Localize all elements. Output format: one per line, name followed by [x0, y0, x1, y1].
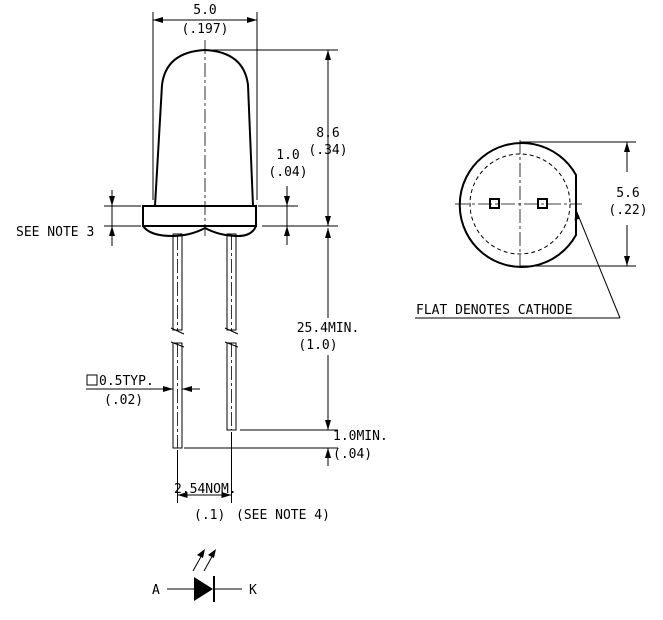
- flange-mm-label: 1.0: [276, 148, 299, 163]
- lead-square-in-label: (.02): [104, 393, 143, 408]
- lead-spacing-in-label: (.1): [194, 508, 225, 523]
- led-flange: [142, 205, 257, 227]
- dimension-arrow: [325, 448, 331, 458]
- dimension-arrow: [624, 256, 630, 266]
- diameter-in-label: (.197): [182, 22, 229, 37]
- dimension-arrow: [163, 386, 173, 392]
- lead-spacing-mm-label: 2.54NOM.: [174, 482, 237, 497]
- lead-break-mark: [170, 327, 185, 348]
- dimension-arrow: [325, 420, 331, 430]
- lead-break-mark: [224, 327, 239, 348]
- leader-line: [575, 209, 621, 319]
- lead-offset-mm-label: 1.0MIN.: [333, 429, 388, 444]
- square-symbol-icon: [86, 374, 98, 386]
- top-view: 5.6 (.22) FLAT DENOTES CATHODE: [415, 140, 648, 319]
- leader-arrow: [574, 210, 580, 221]
- flange-diameter-mm-label: 5.6: [616, 186, 639, 201]
- diode-triangle-icon: [194, 577, 213, 601]
- anode-label: A: [152, 583, 160, 598]
- see-note-4-label: (SEE NOTE 4): [236, 508, 330, 523]
- lead-square-mm-label: 0.5TYP.: [99, 374, 154, 389]
- dimension-arrow: [325, 50, 331, 60]
- dimension-arrow: [624, 142, 630, 152]
- lead-length-in-label: (1.0): [298, 338, 337, 353]
- dimension-arrow: [153, 17, 163, 23]
- light-arrowhead-icon: [208, 549, 216, 558]
- cathode-label: K: [249, 583, 257, 598]
- dimension-arrow: [284, 196, 290, 206]
- photodiode-symbol: A K: [152, 549, 257, 602]
- flat-cathode-label: FLAT DENOTES CATHODE: [416, 303, 573, 318]
- lead-length-mm-label: 25.4MIN.: [297, 321, 360, 336]
- led-base: [142, 225, 257, 238]
- lead-offset-in-label: (.04): [333, 447, 372, 462]
- flange-diameter-in-label: (.22): [608, 203, 647, 218]
- dimension-arrow: [182, 386, 192, 392]
- body-height-in-label: (.34): [308, 143, 347, 158]
- anode-lead-square: [489, 198, 500, 209]
- led-dome-body: [154, 48, 254, 207]
- cathode-lead-square: [537, 198, 548, 209]
- dimension-arrow: [325, 228, 331, 238]
- dimension-arrow: [221, 492, 232, 498]
- dimension-arrow: [247, 17, 257, 23]
- see-note-3-label: SEE NOTE 3: [16, 225, 94, 240]
- dimension-arrow: [325, 216, 331, 226]
- flange-in-label: (.04): [268, 165, 307, 180]
- diameter-mm-label: 5.0: [193, 3, 216, 18]
- body-height-mm-label: 8.6: [316, 126, 339, 141]
- dimension-arrow: [109, 196, 115, 206]
- dimension-arrow: [109, 226, 115, 236]
- dimension-arrow: [284, 226, 290, 236]
- light-arrowhead-icon: [197, 549, 205, 558]
- side-view: 5.0 (.197) 8.6 (.34) 1.0 (.04) SEE NOTE …: [16, 3, 388, 523]
- flange-outline: [458, 142, 577, 268]
- dimension-arrow: [177, 492, 188, 498]
